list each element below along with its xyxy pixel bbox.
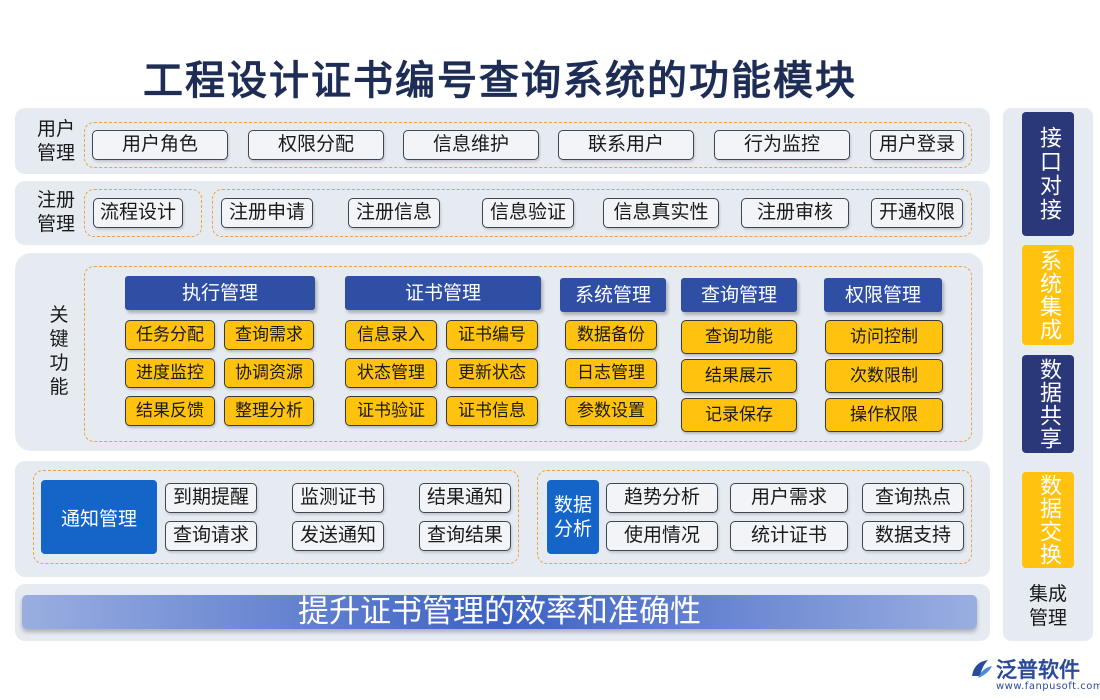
- analysis-group: [537, 470, 972, 564]
- user-mgmt-item: 权限分配: [248, 130, 384, 160]
- certificate-item: 更新状态: [446, 358, 538, 388]
- query-item: 记录保存: [681, 398, 797, 432]
- logo-name: 泛普软件: [996, 658, 1080, 682]
- notify-group: [33, 470, 519, 564]
- execution-item: 结果反馈: [125, 396, 215, 426]
- system-item: 参数设置: [565, 396, 657, 426]
- system-item: 数据备份: [565, 320, 657, 350]
- key-functions-group: [84, 266, 972, 442]
- reg-mgmt-item: 注册审核: [741, 198, 849, 228]
- system-item: 日志管理: [565, 358, 657, 388]
- execution-item: 整理分析: [224, 396, 314, 426]
- execution-item: 进度监控: [125, 358, 215, 388]
- notify-analysis-panel: [15, 461, 990, 577]
- registration-management-label: 注册 管理: [36, 189, 75, 235]
- execution-management-header: 执行管理: [125, 276, 315, 310]
- user-management-label: 用户 管理: [36, 118, 75, 164]
- query-management-header: 查询管理: [681, 278, 797, 312]
- permission-item: 操作权限: [825, 398, 943, 432]
- notify-item: 发送通知: [292, 521, 384, 551]
- certificate-item: 状态管理: [345, 358, 437, 388]
- analysis-item: 查询热点: [862, 483, 964, 513]
- certificate-item: 证书验证: [345, 396, 437, 426]
- registration-items-group: [212, 189, 972, 237]
- execution-item: 协调资源: [224, 358, 314, 388]
- user-mgmt-item: 信息维护: [403, 130, 539, 160]
- user-mgmt-item: 行为监控: [714, 130, 850, 160]
- analysis-item: 用户需求: [730, 483, 848, 513]
- analysis-item: 趋势分析: [606, 483, 718, 513]
- side-bar-data-exchange: 数据交换: [1022, 472, 1074, 568]
- notify-management-header: 通知管理: [41, 480, 157, 554]
- user-mgmt-item: 用户登录: [870, 130, 964, 160]
- reg-mgmt-item: 注册申请: [221, 198, 313, 228]
- page-title: 工程设计证书编号查询系统的功能模块: [143, 57, 857, 104]
- certificate-item: 证书信息: [446, 396, 538, 426]
- notify-item: 结果通知: [419, 483, 511, 513]
- reg-mgmt-item: 注册信息: [348, 198, 440, 228]
- notify-item: 查询结果: [419, 521, 511, 551]
- reg-mgmt-item: 信息真实性: [603, 198, 719, 228]
- reg-mgmt-item: 开通权限: [871, 198, 963, 228]
- query-item: 结果展示: [681, 359, 797, 393]
- side-bar-label: 数据共享: [1036, 358, 1061, 450]
- notify-item: 监测证书: [292, 483, 384, 513]
- system-management-header: 系统管理: [560, 278, 666, 312]
- certificate-item: 证书编号: [446, 320, 538, 350]
- permission-item: 次数限制: [825, 359, 943, 393]
- certificate-item: 信息录入: [345, 320, 437, 350]
- side-bar-label: 系统集成: [1036, 249, 1061, 341]
- side-bar-data-sharing: 数据共享: [1022, 355, 1074, 453]
- notify-item: 查询请求: [165, 521, 257, 551]
- goal-banner: 提升证书管理的效率和准确性: [22, 595, 977, 629]
- reg-mgmt-item: 流程设计: [93, 198, 183, 228]
- permission-item: 访问控制: [825, 320, 943, 354]
- user-mgmt-item: 联系用户: [558, 130, 694, 160]
- fanpu-logo-icon: [972, 660, 992, 678]
- analysis-item: 数据支持: [862, 521, 964, 551]
- query-item: 查询功能: [681, 320, 797, 354]
- data-analysis-header: 数据 分析: [547, 480, 599, 554]
- registration-flow-group: [84, 189, 202, 237]
- side-bar-system-integration: 系统集成: [1022, 245, 1074, 345]
- key-functions-label: 关 键 功 能: [49, 304, 69, 398]
- reg-mgmt-item: 信息验证: [482, 198, 574, 228]
- fanpu-logo: 泛普软件 www.fanpusoft.com: [968, 652, 1100, 696]
- integration-management-label: 集成 管理: [1028, 583, 1067, 629]
- side-bar-interface-docking: 接口对接: [1022, 112, 1074, 236]
- analysis-item: 使用情况: [606, 521, 718, 551]
- certificate-management-header: 证书管理: [345, 276, 541, 310]
- notify-item: 到期提醒: [165, 483, 257, 513]
- execution-item: 任务分配: [125, 320, 215, 350]
- analysis-item: 统计证书: [730, 521, 848, 551]
- user-mgmt-item: 用户角色: [92, 130, 228, 160]
- logo-url: www.fanpusoft.com: [996, 681, 1100, 692]
- side-bar-label: 接口对接: [1036, 126, 1061, 222]
- user-management-group: [84, 122, 972, 168]
- execution-item: 查询需求: [224, 320, 314, 350]
- side-bar-label: 数据交换: [1036, 474, 1061, 566]
- permission-management-header: 权限管理: [824, 278, 942, 312]
